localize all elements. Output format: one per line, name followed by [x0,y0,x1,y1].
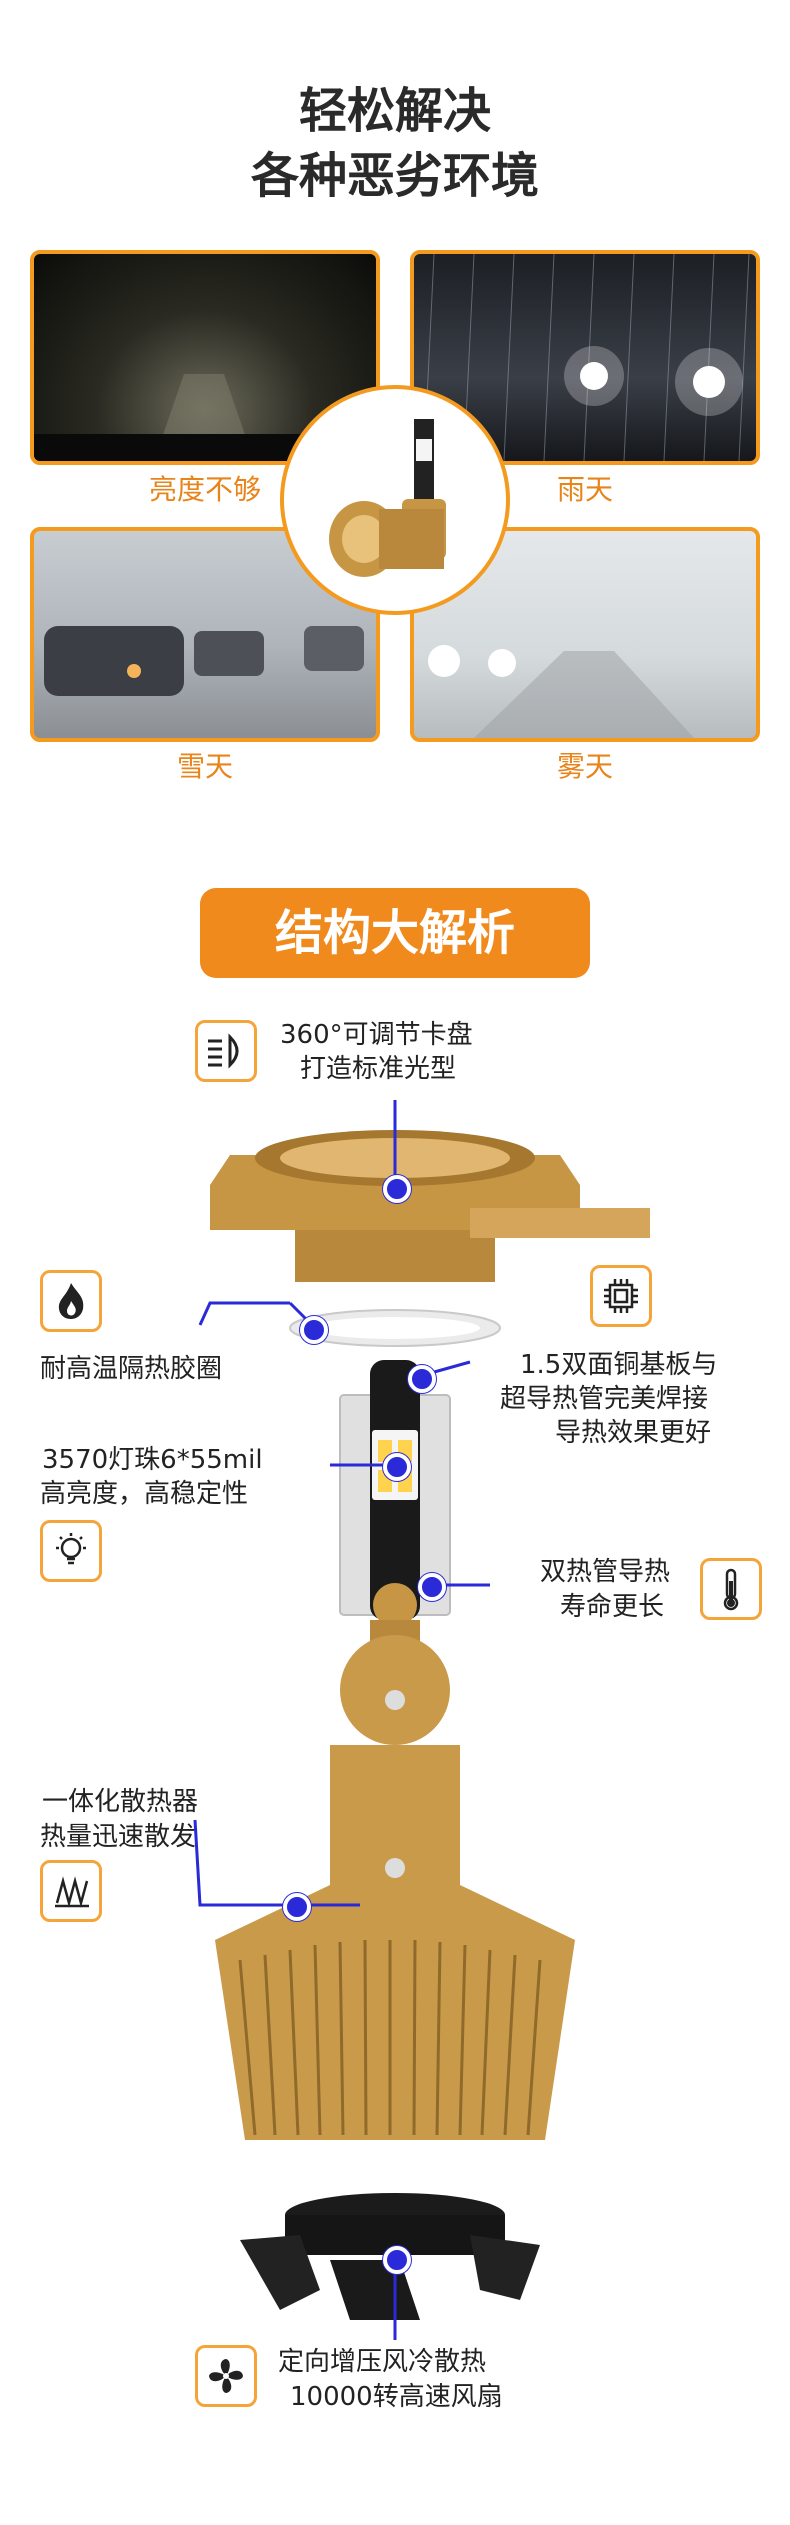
pointer-dot-board [408,1365,436,1393]
headlight-icon [195,1020,257,1082]
pointer-dot-led [383,1453,411,1481]
pointer-dot-ring [383,1175,411,1203]
callout-gasket-line1: 耐高温隔热胶圈 [40,1354,223,1384]
scene-photo-fog [410,527,760,742]
scene-caption-rain: 雨天 [556,473,613,506]
led-bulb-thumbnail-illustration [329,419,446,577]
flame-icon [40,1270,102,1332]
callout-heatpipe-line2: 寿命更长 [560,1592,665,1622]
hero-title-line2: 各种恶劣环境 [250,148,539,204]
callout-led-line2: 高亮度，高稳定性 [40,1479,249,1509]
scene-caption-snow: 雪天 [176,750,233,783]
fan-icon [195,2345,257,2407]
section-banner: 结构大解析 [200,888,590,978]
callout-radiator-line2: 热量迅速散发 [40,1822,197,1852]
callout-fan-line2: 10000转高速风扇 [290,2382,503,2412]
product-thumbnail [280,385,510,615]
pointer-dot-heatpipe [418,1573,446,1601]
callout-board-line3: 导热效果更好 [555,1418,712,1448]
rain-illustration [423,254,750,461]
hero-title-line1: 轻松解决 [298,83,491,139]
gasket [289,1309,501,1347]
snow-cars-illustration [44,626,364,696]
chip-icon [590,1265,652,1327]
cooling-fan [240,2193,540,2320]
callout-board-line1: 1.5双面铜基板与 [520,1350,718,1380]
callout-fan-line1: 定向增压风冷散热 [278,2347,487,2377]
scene-caption-low-light: 亮度不够 [148,473,261,506]
scene-caption-fog: 雾天 [556,750,613,783]
callout-board-line2: 超导热管完美焊接 [500,1384,709,1414]
bulb-icon [40,1520,102,1582]
bulb-stem [330,1583,460,1885]
adjustable-ring [210,1130,650,1282]
heat-wave-icon [40,1860,102,1922]
pointer-dot-fan [383,2246,411,2274]
callout-heatpipe-line1: 双热管导热 [540,1557,671,1587]
callout-adjust-line1: 360°可调节卡盘 [280,1020,473,1050]
callout-radiator-line1: 一体化散热器 [42,1787,199,1817]
thermometer-icon [700,1558,762,1620]
pointer-dot-radiator [283,1893,311,1921]
pointer-dot-gasket [300,1316,328,1344]
radiator-fins [215,1885,575,2140]
callout-led-line1: 3570灯珠6*55mil [42,1445,263,1475]
callout-adjust-line2: 打造标准光型 [300,1054,457,1084]
fog-road-illustration [428,645,694,738]
